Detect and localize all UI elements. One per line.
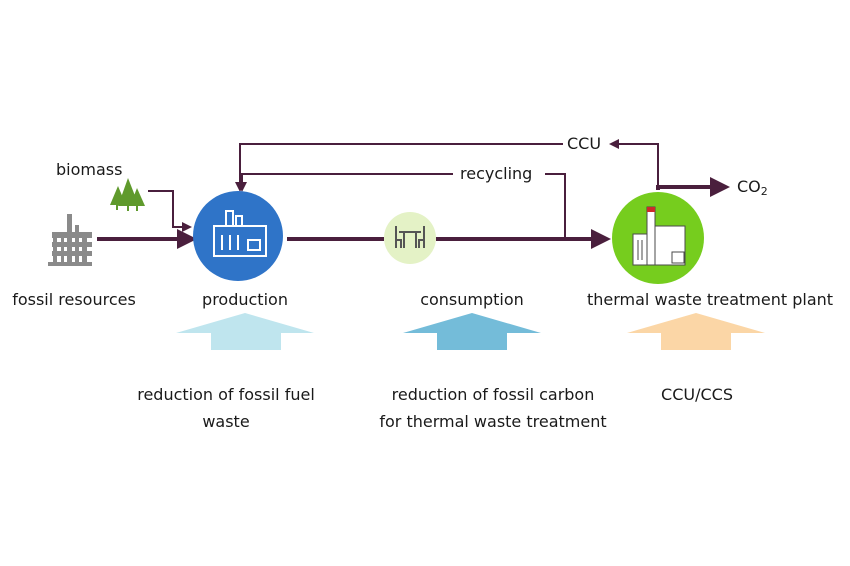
measure-production-line2: waste bbox=[202, 412, 250, 431]
co2-subscript: 2 bbox=[760, 185, 768, 198]
up-arrow-consumption bbox=[403, 313, 541, 350]
plant-node bbox=[612, 192, 704, 284]
co2-label: CO2 bbox=[737, 177, 768, 202]
measure-consumption: reduction of fossil carbon for thermal w… bbox=[379, 381, 606, 435]
consumption-label: consumption bbox=[420, 290, 524, 309]
production-label: production bbox=[202, 290, 288, 309]
trees-icon bbox=[110, 178, 145, 211]
measure-consumption-line1: reduction of fossil carbon bbox=[391, 385, 595, 404]
factory-icon bbox=[213, 210, 267, 257]
biomass-label: biomass bbox=[56, 160, 123, 179]
measure-production: reduction of fossil fuel waste bbox=[137, 381, 315, 435]
fossil-resources-label: fossil resources bbox=[12, 290, 136, 309]
flow-recycling-right bbox=[545, 173, 566, 239]
table-chairs-icon bbox=[395, 226, 425, 248]
measure-plant-line1: CCU/CCS bbox=[661, 385, 733, 404]
incinerator-icon bbox=[632, 206, 686, 266]
plant-label: thermal waste treatment plant bbox=[586, 290, 834, 309]
flow-ccu-to-production bbox=[235, 143, 563, 192]
co2-main-text: CO bbox=[737, 177, 761, 196]
flow-ccu-from-plant bbox=[609, 139, 659, 190]
up-arrow-plant bbox=[627, 313, 765, 350]
consumption-node bbox=[384, 212, 436, 264]
measure-production-line1: reduction of fossil fuel bbox=[137, 385, 315, 404]
production-node bbox=[193, 191, 283, 281]
measure-plant: CCU/CCS bbox=[661, 381, 733, 408]
ccu-flow-label: CCU bbox=[567, 134, 602, 153]
measure-consumption-line2: for thermal waste treatment bbox=[379, 412, 607, 431]
refinery-icon bbox=[48, 214, 92, 266]
flow-co2-out bbox=[656, 177, 730, 197]
up-arrow-production bbox=[176, 313, 314, 350]
recycling-flow-label: recycling bbox=[460, 164, 533, 183]
flow-recycling-left bbox=[237, 173, 453, 192]
flow-biomass-to-production bbox=[148, 190, 192, 232]
